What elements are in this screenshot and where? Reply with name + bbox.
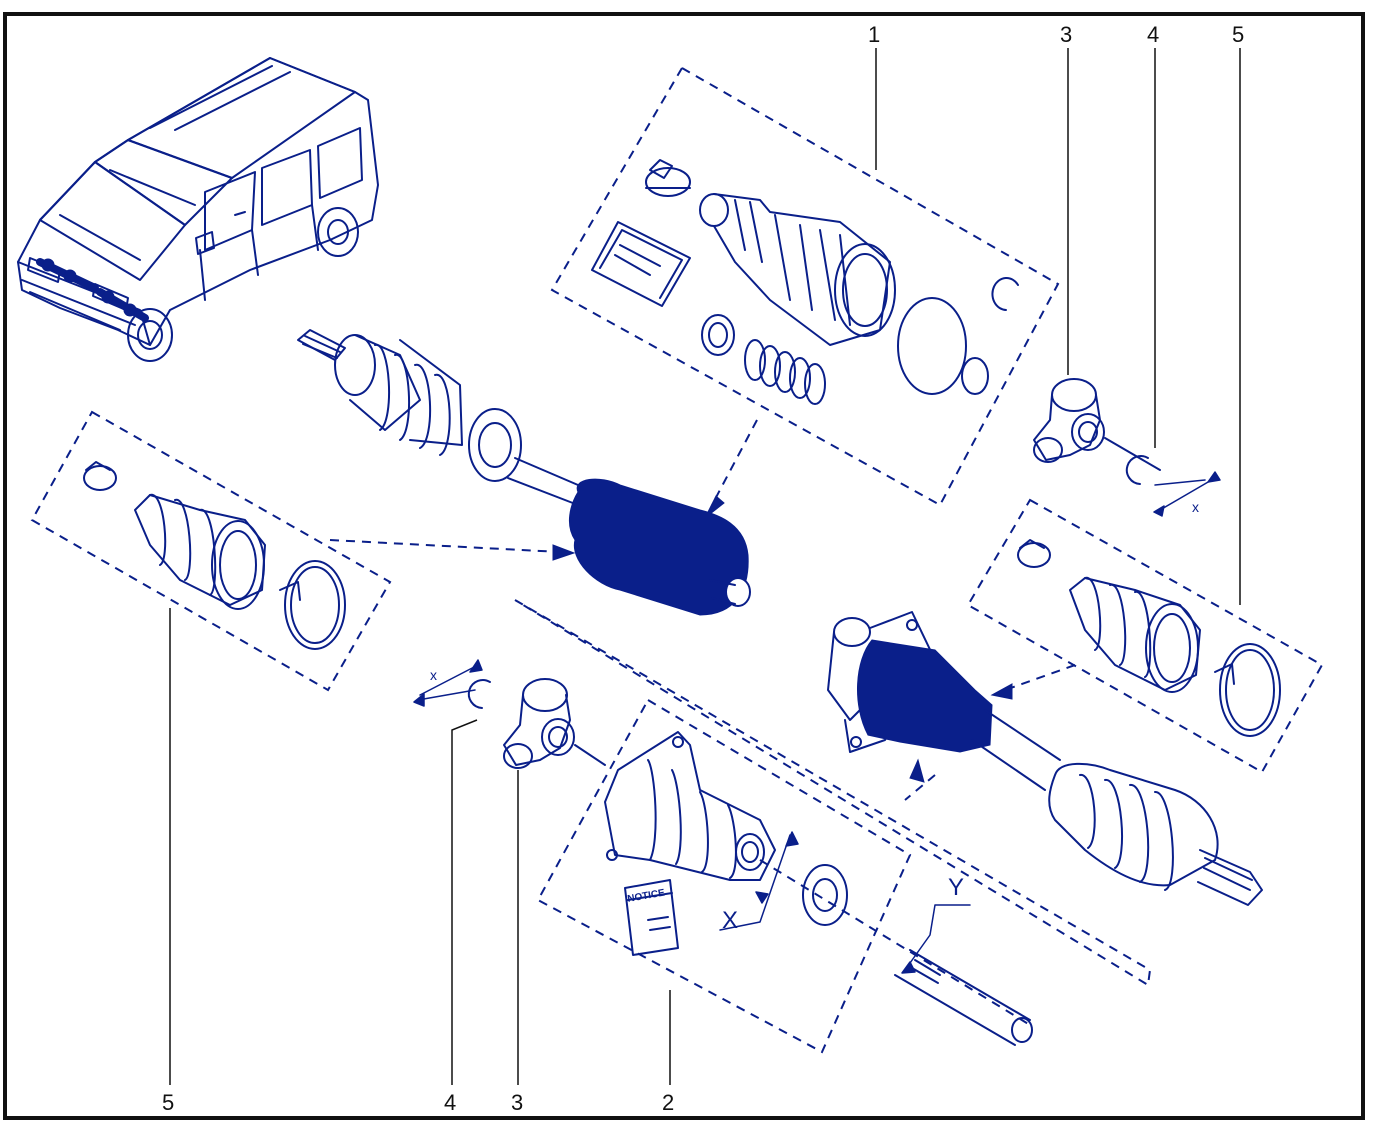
dimension-x-upper [1153,471,1221,517]
callout-leaders [169,48,1241,1085]
van-driveshaft-highlight [36,258,149,322]
kit5-right-arrow-head [990,683,1013,700]
circlip-upper [1125,455,1149,485]
kit1-grease-sachet [591,221,691,307]
driveshaft-lower [827,611,1263,906]
tripod-joint-upper [1033,378,1161,471]
dimension-label-x-lower: x [430,667,437,683]
callout-4-bottom: 4 [444,1090,456,1115]
callout-5-bottom: 5 [162,1090,174,1115]
driveshaft-upper [297,329,751,616]
kit-5-right-dashed-group [966,498,1324,774]
kit1-clamp [645,159,691,197]
diagram-frame [3,12,1365,1120]
kit-5-left-dashed-group [30,410,576,692]
kit5-left-arrow-head [552,544,576,561]
callout-2-bottom: 2 [662,1090,674,1115]
callout-1-top: 1 [868,22,880,47]
circlip-lower [467,679,491,709]
booklet-notice-text: NOTICE [627,888,666,905]
callout-5-top: 5 [1232,22,1244,47]
van-illustration [17,57,379,362]
callout-4-top: 4 [1147,22,1159,47]
lower-shaft-dashed-outline [514,599,1152,987]
kit1-circlip [991,277,1019,311]
kit1-gaiter [699,193,896,346]
lower-inner-boot-solid [856,639,993,753]
kit1-spring [744,339,826,405]
upper-inner-boot-solid [568,478,749,616]
callout-3-bottom: 3 [511,1090,523,1115]
kit-2-dashed-group: NOTICE X Y [536,698,1033,1054]
kit1-seal-ring [701,314,735,356]
dimension-x-lower [413,659,483,707]
lower-arrow-head [909,758,925,783]
dimension-label-x-upper: x [1192,499,1199,515]
dimension-label-X: X [722,907,738,934]
kit1-o-rings [897,297,989,395]
kit-1-dashed-group [550,66,1060,519]
callout-3-top: 3 [1060,22,1072,47]
dimension-label-Y: Y [948,874,964,901]
tripod-joint-lower [503,678,606,769]
